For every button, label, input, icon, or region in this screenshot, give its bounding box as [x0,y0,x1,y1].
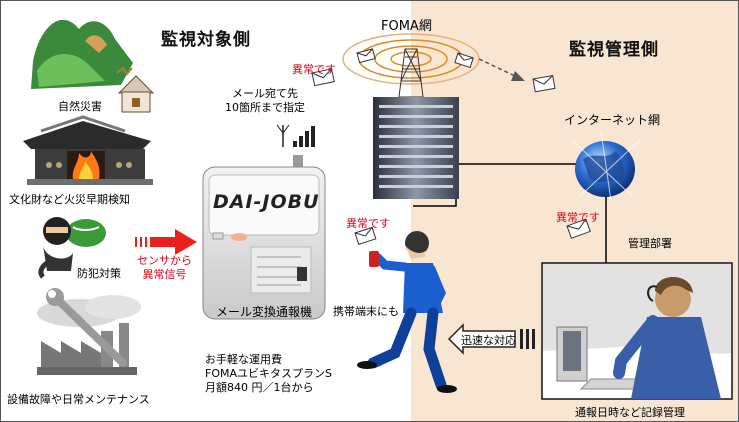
quick-response-label: 迅速な対応 [461,334,516,347]
alert-internet: 異常です [556,211,600,224]
foma-to-internet-arrow [478,58,525,81]
scenario-label-fire: 文化財など火災早期検知 [9,193,130,206]
alert-foma: 異常です [292,63,336,76]
foma-tower [398,48,424,98]
fire-illustration [23,115,153,185]
management-side-title: 監視管理側 [569,40,659,60]
thief-illustration [38,217,106,279]
foma-network-label: FOMA網 [381,19,432,34]
device-caption: メール変換通報機 [216,305,313,319]
sensor-signal-line2: 異常信号 [142,268,187,281]
mail-envelope-icon [311,48,591,246]
scenario-label-disaster: 自然災害 [58,100,102,113]
sensor-signal-arrow [135,229,197,255]
record-management-label: 通報日時など記録管理 [575,406,685,419]
monitored-side-title: 監視対象側 [161,30,251,50]
disaster-illustration [31,19,155,113]
equipment-illustration [37,288,141,375]
admin-department-panel [541,262,733,400]
internet-network-label: インターネット網 [564,113,661,127]
quick-response-arrow [447,323,535,355]
sensor-signal-label: センサから 異常信号 [137,254,192,282]
admin-department-label: 管理部署 [628,237,672,250]
pricing-line1: お手軽な運用費 [205,353,282,366]
businessman-running [357,231,457,393]
mail-converter-device [202,155,326,320]
sensor-signal-line1: センサから [137,254,192,267]
internet-globe-icon [572,130,642,202]
mail-destination-line1: メール宛て先 [232,87,298,100]
mail-destination-line2: 10箇所まで指定 [225,101,305,114]
pricing-line3: 月額840 円／1台から [205,381,314,394]
scenario-label-crime: 防犯対策 [77,267,121,280]
mobile-terminal-label: 携帯端末にも [333,305,399,318]
office-building [373,97,459,199]
scenario-label-equipment: 設備故障や日常メンテナンス [7,393,150,406]
signal-antenna-icon [276,124,315,147]
alert-mobile: 異常です [346,217,390,230]
mail-destination-note: メール宛て先 10箇所まで指定 [225,87,305,115]
pricing-line2: FOMAユビキタスプランS [205,367,332,380]
pricing-note: お手軽な運用費 FOMAユビキタスプランS 月額840 円／1台から [205,353,332,395]
device-brand-logo: DAI-JOBU [213,191,320,213]
